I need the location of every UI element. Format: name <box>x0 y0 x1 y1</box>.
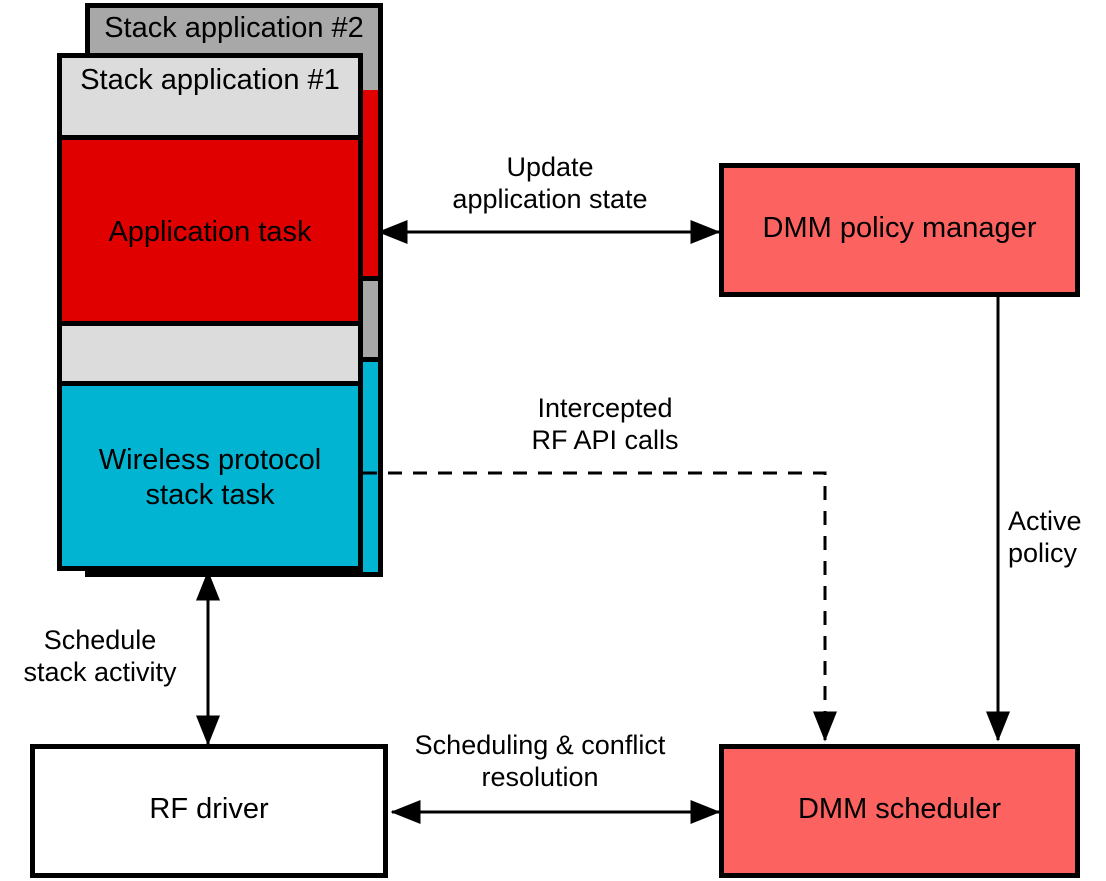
wireless-protocol-stack-task-box[interactable] <box>62 386 358 566</box>
rf-driver-label: RF driver <box>149 793 269 825</box>
dmm-scheduler-box[interactable] <box>724 749 1075 873</box>
dmm-policy-manager-box[interactable] <box>724 168 1075 292</box>
back-band-gray-gap <box>363 281 378 357</box>
stack-application-2-label: Stack application #2 <box>104 12 364 44</box>
connector-intercepted-rf-api-calls <box>363 471 837 742</box>
back-band-cyan <box>363 362 378 572</box>
stack-application-1-middle-band <box>62 326 358 381</box>
dmm-scheduler-label: DMM scheduler <box>797 793 1002 825</box>
edge-label-active-policy: Active policy <box>1008 506 1082 568</box>
application-task-box[interactable] <box>62 140 358 321</box>
stack-application-1-label: Stack application #1 <box>80 64 340 96</box>
stack-application-1-header[interactable] <box>62 58 358 135</box>
application-task-label: Application task <box>108 216 312 248</box>
edge-label-intercepted-rf-api-calls: Intercepted RF API calls <box>531 393 679 455</box>
edge-label-update-application-state: Update application state <box>452 152 648 214</box>
dmm-policy-manager-label: DMM policy manager <box>762 212 1037 244</box>
back-band-red <box>363 90 378 276</box>
wireless-protocol-stack-task-label: Wireless protocol stack task <box>98 444 322 511</box>
edge-label-scheduling-conflict-resolution: Scheduling & conflict resolution <box>414 730 666 792</box>
edge-label-schedule-stack-activity: Schedule stack activity <box>23 625 177 687</box>
rf-driver-box[interactable] <box>35 749 383 873</box>
